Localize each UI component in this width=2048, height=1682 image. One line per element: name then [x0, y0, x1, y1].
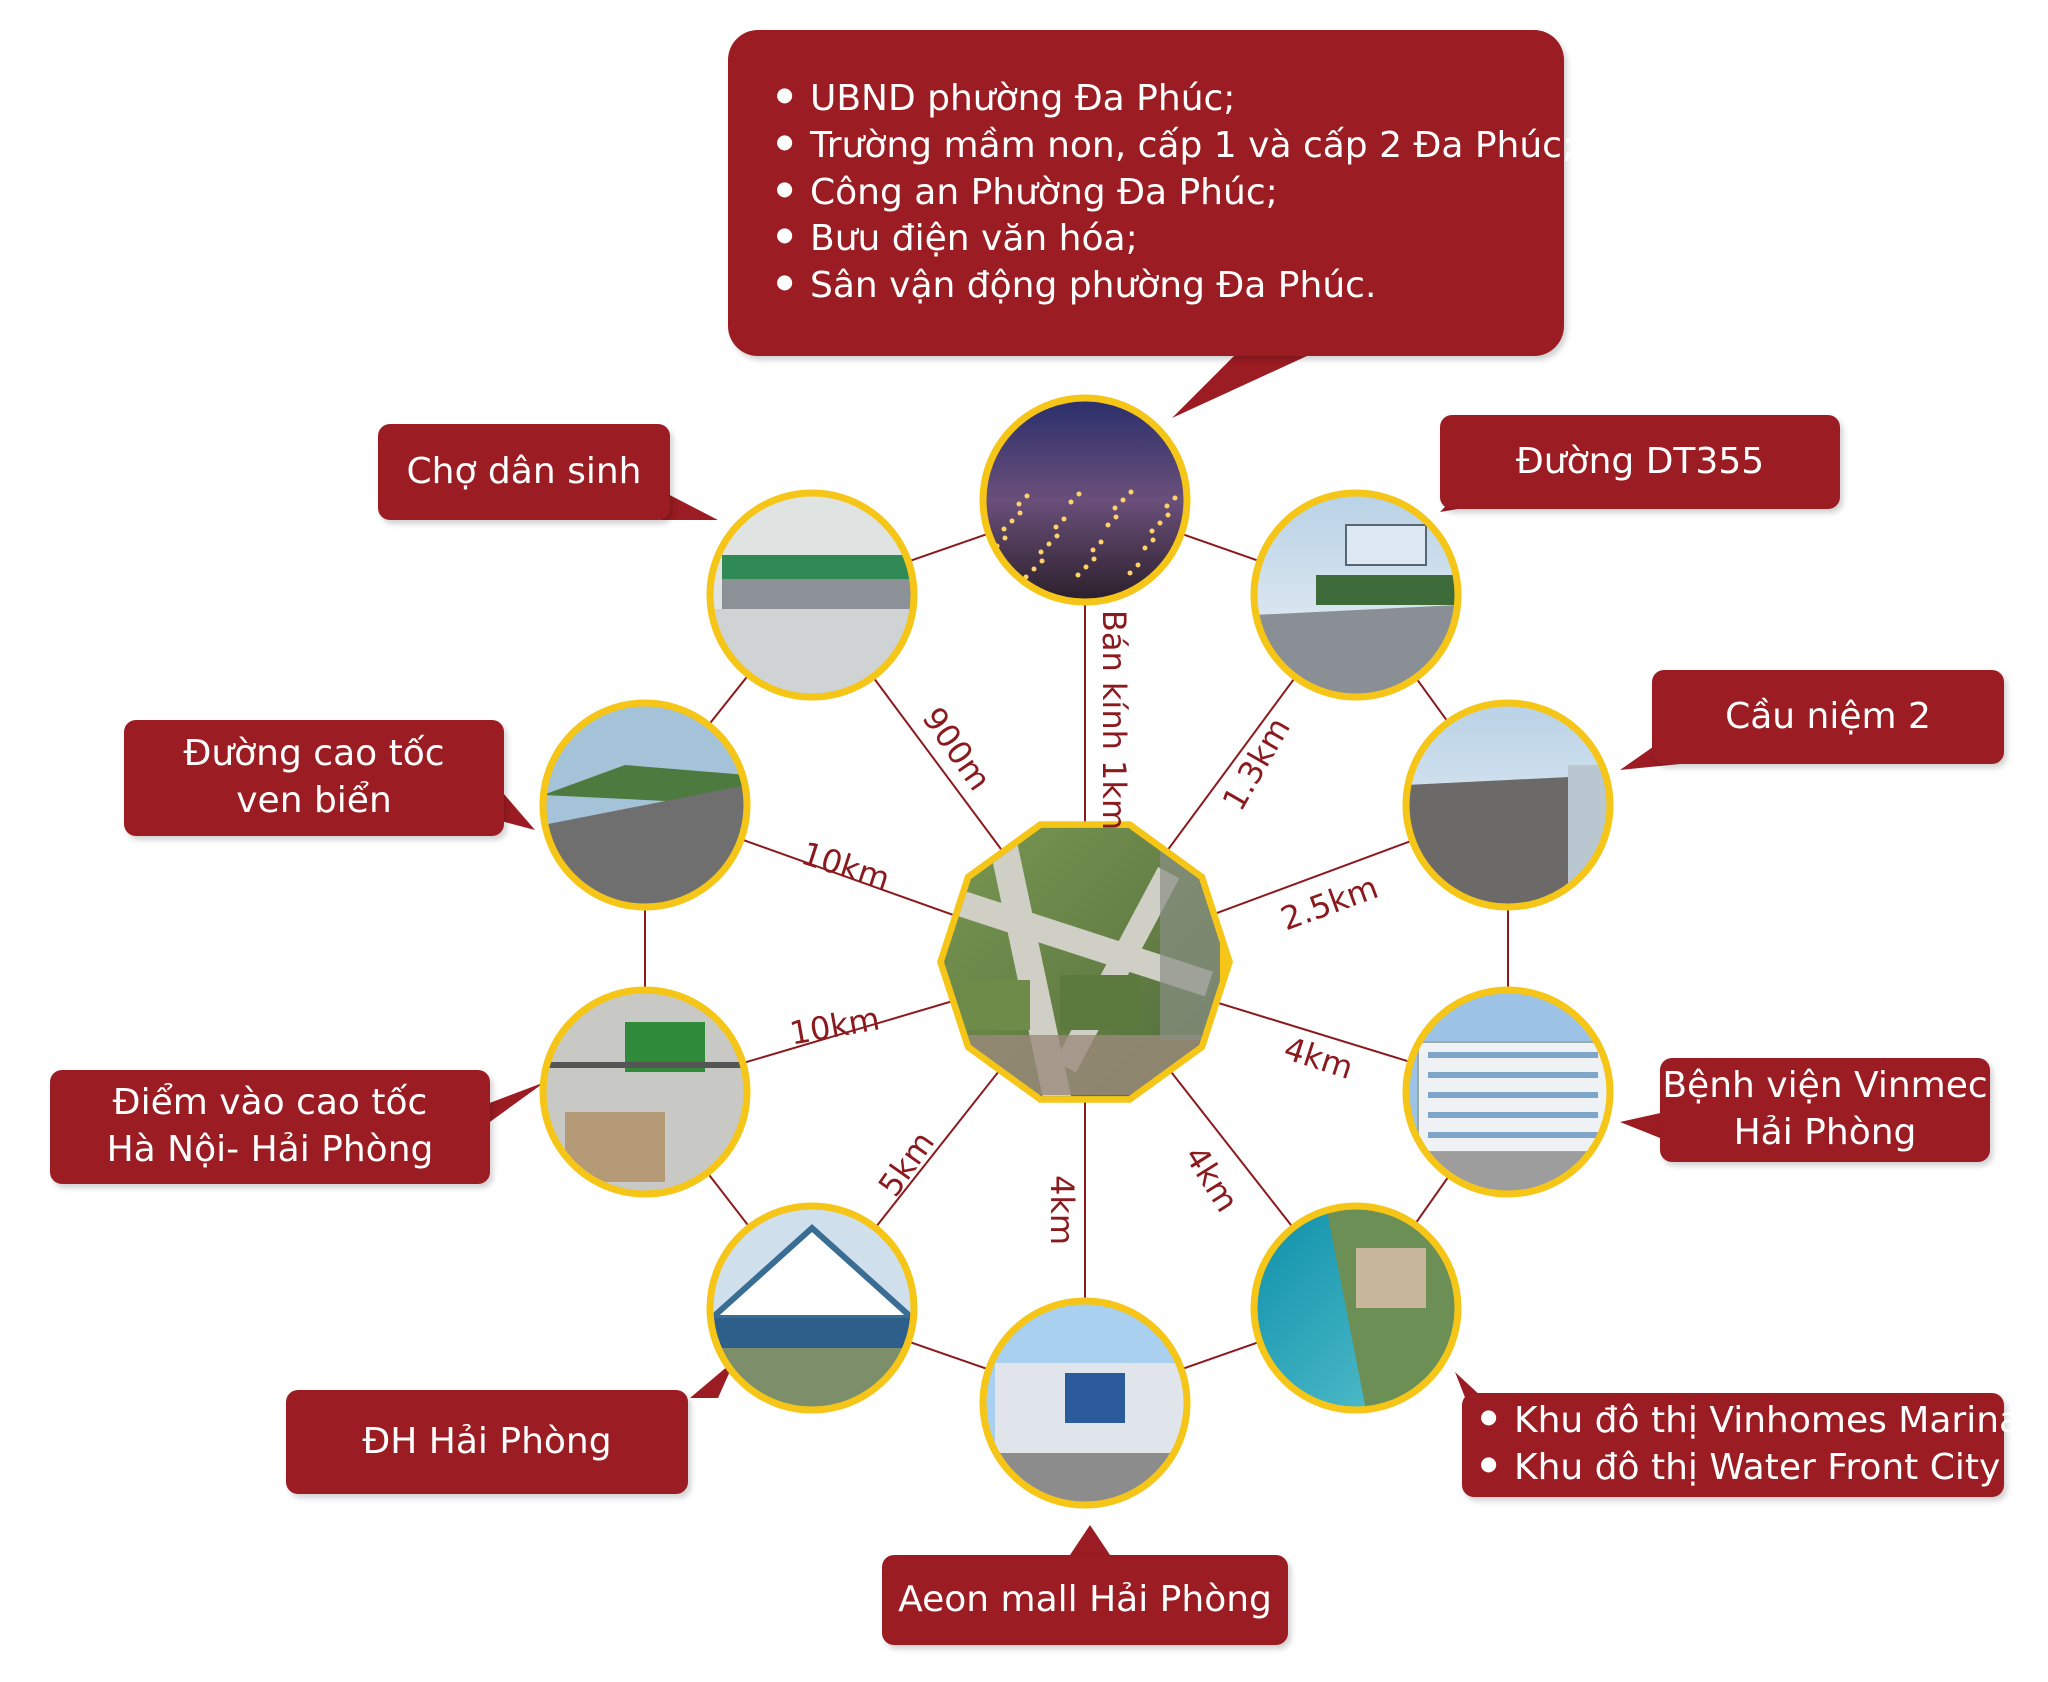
distance-label: 4km	[1279, 1029, 1357, 1087]
university-photo	[706, 1202, 918, 1414]
road-photo	[1250, 489, 1462, 701]
cau-niem-label: Cầu niệm 2	[1725, 695, 1931, 737]
vinhomes-list-item: Khu đô thị Vinhomes Marina,	[1480, 1398, 2033, 1445]
cho-callout-pointer	[660, 490, 718, 520]
vinmec-label-line1: Bệnh viện Vinmec	[1662, 1065, 1988, 1107]
aeon-label: Aeon mall Hải Phòng	[898, 1578, 1272, 1620]
coastal-road-photo	[539, 699, 751, 911]
distance-label: 1.3km	[1215, 711, 1298, 817]
distance-label: 4km	[1043, 1175, 1081, 1245]
diem-vao-label-line2: Hà Nội- Hải Phòng	[106, 1129, 434, 1170]
vinmec-label-line2: Hải Phòng	[1733, 1112, 1917, 1153]
center-photo	[937, 821, 1233, 1103]
dt355-label: Đường DT355	[1515, 440, 1765, 482]
dt355-callout: Đường DT355	[1440, 415, 1840, 509]
ven-bien-callout: Đường cao tốc ven biển	[124, 720, 504, 836]
ven-bien-label-line1: Đường cao tốc	[183, 733, 445, 775]
vinhomes-list-item: Khu đô thị Water Front City	[1480, 1445, 2033, 1492]
distance-label: 4km	[1177, 1139, 1246, 1219]
top-list-item: Bưu điện văn hóa;	[776, 216, 1574, 263]
distance-label: 10km	[787, 999, 883, 1052]
dh-hp-label: ĐH Hải Phòng	[362, 1420, 612, 1462]
resort-photo	[1250, 1202, 1462, 1414]
distance-label: 2.5km	[1276, 868, 1384, 938]
dh-hp-callout-pointer	[690, 1360, 735, 1398]
vinmec-callout: Bệnh viện Vinmec Hải Phòng	[1660, 1058, 1990, 1162]
mall-photo	[979, 1297, 1191, 1509]
diem-vao-label-line1: Điểm vào cao tốc	[112, 1082, 428, 1124]
diem-vao-callout: Điểm vào cao tốc Hà Nội- Hải Phòng	[50, 1070, 490, 1184]
cho-label: Chợ dân sinh	[406, 450, 642, 492]
distance-label: 10km	[797, 834, 895, 898]
top-list-item: Trường mầm non, cấp 1 và cấp 2 Đa Phúc;	[776, 123, 1574, 170]
vinhomes-callout: Khu đô thị Vinhomes Marina, Khu đô thị W…	[1462, 1393, 2033, 1497]
vinmec-callout-pointer	[1620, 1112, 1670, 1142]
dh-hp-callout: ĐH Hải Phòng	[286, 1390, 688, 1494]
top-callout-pointer	[1172, 350, 1320, 418]
top-list-item: UBND phường Đa Phúc;	[776, 76, 1574, 123]
ven-bien-callout-pointer	[497, 786, 535, 830]
highway-photo	[539, 986, 751, 1198]
cho-callout: Chợ dân sinh	[378, 424, 670, 520]
distance-label: 5km	[871, 1124, 942, 1203]
cau-niem-callout: Cầu niệm 2	[1652, 670, 2004, 764]
top-callout: UBND phường Đa Phúc; Trường mầm non, cấp…	[728, 30, 1574, 356]
hospital-photo	[1402, 986, 1614, 1198]
ven-bien-label-line2: ven biển	[236, 780, 392, 821]
location-nodes	[539, 394, 1614, 1509]
city-night-photo	[979, 394, 1191, 606]
aeon-callout-pointer	[1070, 1525, 1110, 1555]
distance-label: Bán kính 1km	[1095, 610, 1133, 830]
aeon-callout: Aeon mall Hải Phòng	[882, 1555, 1288, 1645]
top-list-item: Công an Phường Đa Phúc;	[776, 170, 1574, 217]
market-photo	[706, 489, 918, 701]
top-list-item: Sân vận động phường Đa Phúc.	[776, 263, 1574, 310]
bridge-photo	[1402, 699, 1614, 911]
